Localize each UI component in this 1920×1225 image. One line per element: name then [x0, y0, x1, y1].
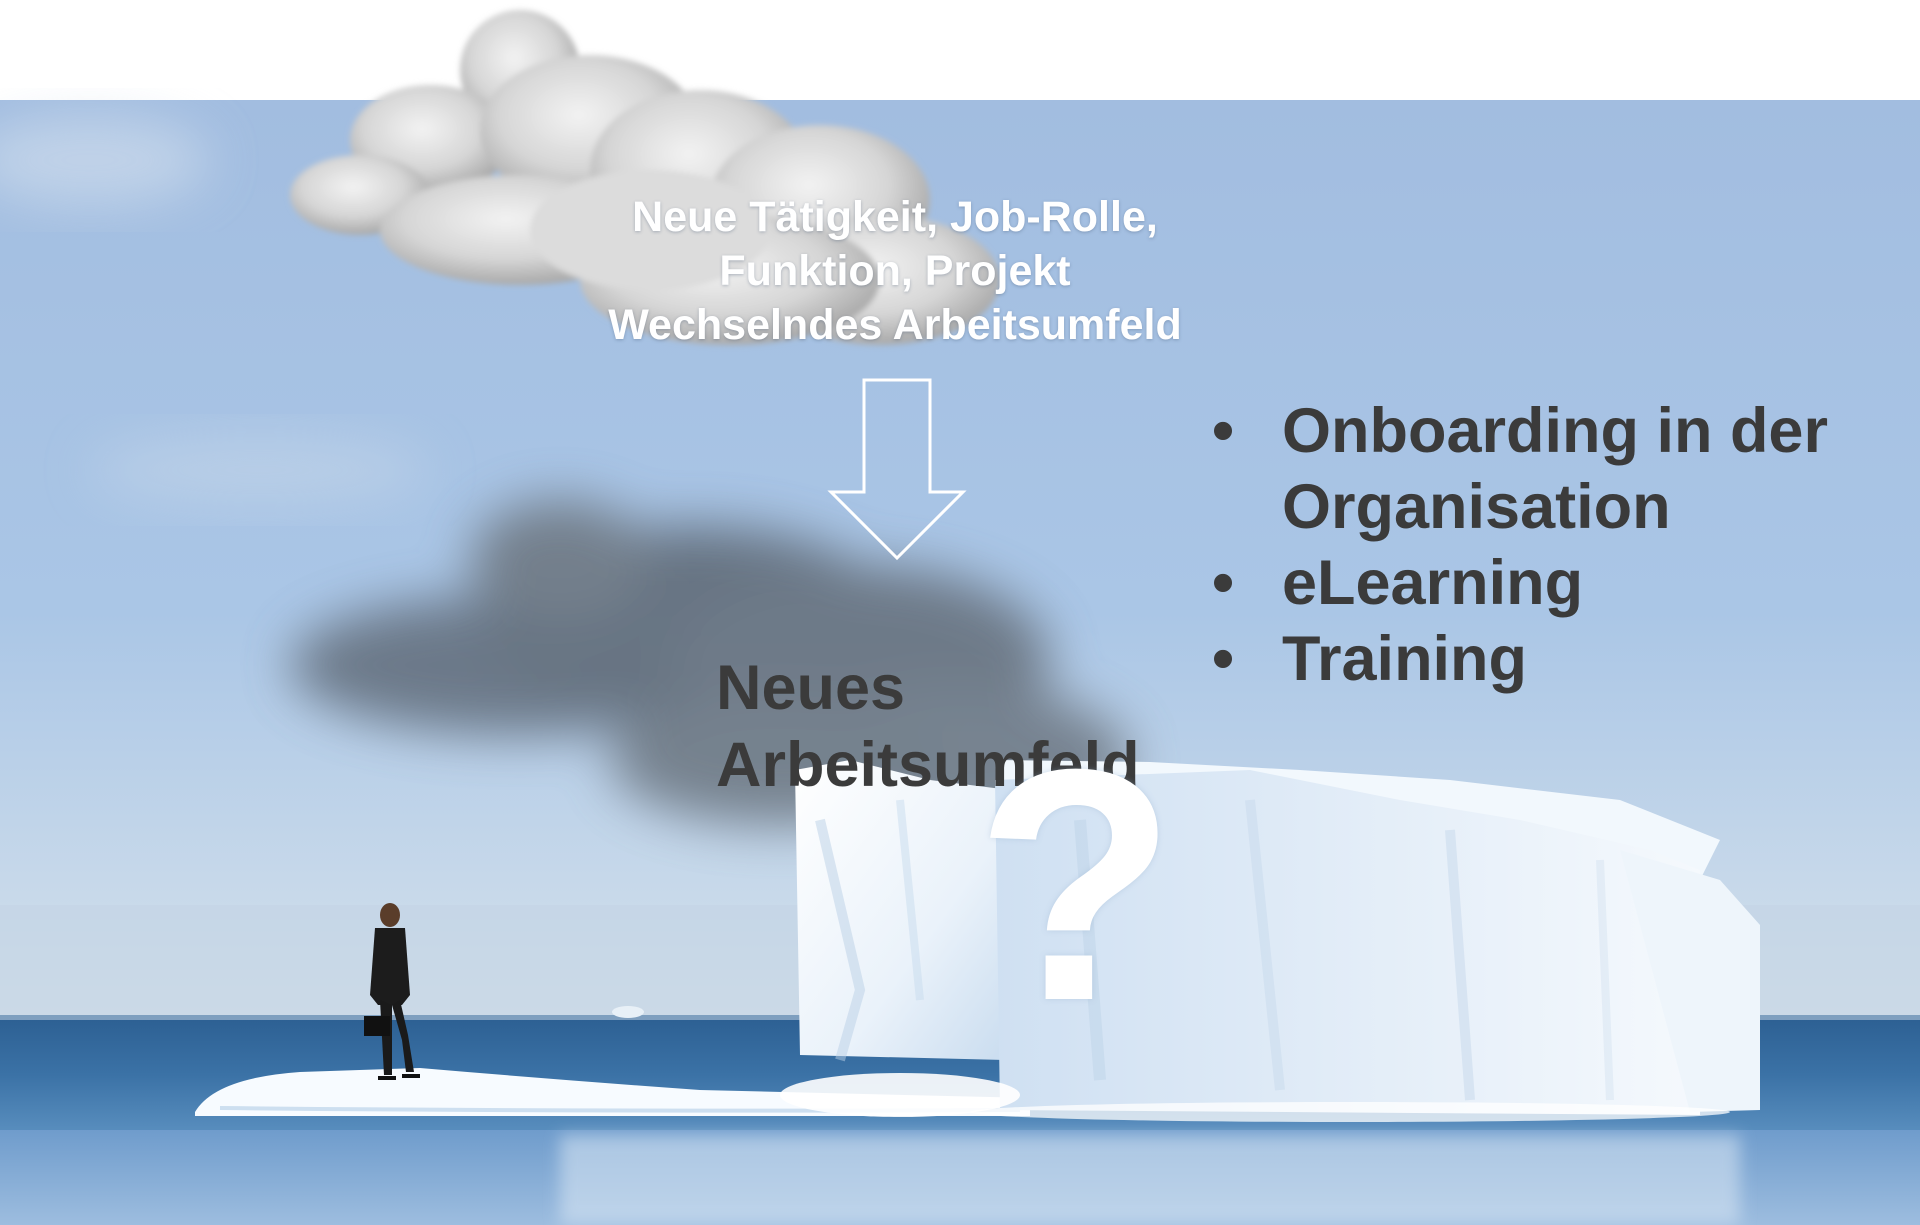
bullet-text-line: Training [1282, 624, 1528, 694]
bullet-marker: • [1212, 624, 1235, 694]
light-cloud [0, 115, 210, 205]
bullet-item: • Training [1200, 621, 1920, 697]
bullet-text-line: eLearning [1282, 548, 1584, 618]
iceberg-front-face [995, 770, 1700, 1115]
iceberg-right-face [1620, 850, 1760, 1112]
iceberg-reflection [560, 1135, 1740, 1225]
measures-bullet-list: • Onboarding in der Organisation • eLear… [1200, 393, 1920, 697]
distant-iceberg [612, 1006, 644, 1018]
businessman-figure [364, 903, 420, 1080]
iceberg-base-splash [780, 1073, 1020, 1117]
change-trigger-line-2: Funktion, Projekt [719, 247, 1071, 295]
bullet-text-line: Organisation [1282, 472, 1671, 542]
bullet-marker: • [1212, 396, 1235, 466]
iceberg-left-block [795, 760, 1010, 1060]
white-cloud [290, 10, 1000, 345]
change-trigger-line-3: Wechselndes Arbeitsumfeld [608, 301, 1182, 349]
down-arrow [827, 378, 967, 561]
bullet-item: • Onboarding in der Organisation [1200, 393, 1920, 545]
change-trigger-line-1: Neue Tätigkeit, Job-Rolle, [632, 193, 1158, 241]
bullet-text-line: Onboarding in der [1282, 396, 1828, 466]
bullet-marker: • [1212, 548, 1235, 618]
new-environment-line-1: Neues [716, 653, 906, 723]
light-cloud [90, 435, 430, 505]
bullet-item: • eLearning [1200, 545, 1920, 621]
change-trigger-text: Neue Tätigkeit, Job-Rolle, Funktion, Pro… [480, 190, 1310, 352]
question-mark: ? [975, 700, 1177, 1069]
new-environment-label: Neues Arbeitsumfeld [716, 650, 1140, 804]
new-environment-line-2: Arbeitsumfeld [716, 730, 1140, 800]
iceberg-texture [815, 799, 1614, 1101]
